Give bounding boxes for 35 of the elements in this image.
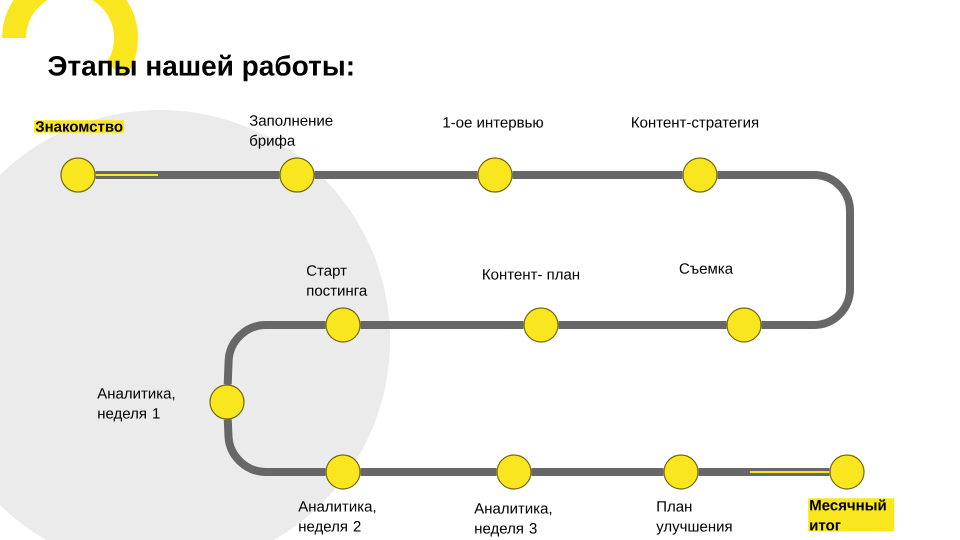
highlighted-label: Месячный итог bbox=[808, 498, 894, 532]
station-label: 1-ое интервью bbox=[444, 117, 543, 131]
track-line bbox=[532, 468, 664, 476]
station-circle bbox=[325, 307, 361, 343]
station-circle bbox=[279, 157, 315, 193]
station-circle bbox=[60, 157, 96, 193]
track-line bbox=[314, 171, 478, 179]
station-circle bbox=[496, 454, 532, 490]
station-label: Аналитика, неделя 2 bbox=[298, 501, 376, 534]
station-label: Контент- план bbox=[483, 269, 580, 280]
station-label: Аналитика, неделя 1 bbox=[97, 388, 174, 422]
station-circle bbox=[726, 307, 762, 343]
station-circle bbox=[682, 157, 718, 193]
station-label: Старт постинга bbox=[306, 265, 368, 296]
station-circle bbox=[523, 307, 559, 343]
track-line bbox=[224, 321, 326, 385]
station-circle bbox=[663, 454, 699, 490]
station-label: Контент-стратегия bbox=[632, 117, 758, 131]
track-line bbox=[96, 171, 280, 179]
station-circle bbox=[829, 454, 865, 490]
track-line bbox=[224, 419, 326, 476]
track-line bbox=[698, 468, 830, 476]
track-line bbox=[718, 171, 854, 329]
station-label: Заполнение брифа bbox=[250, 115, 332, 149]
station-label: План улучшения bbox=[656, 501, 732, 535]
station-circle bbox=[209, 384, 245, 420]
station-circle bbox=[477, 157, 513, 193]
track-line bbox=[360, 321, 524, 329]
track-line bbox=[360, 468, 496, 476]
station-label: Съемка bbox=[680, 263, 734, 274]
track-line bbox=[512, 171, 682, 179]
station-label: Аналитика, неделя 3 bbox=[474, 503, 552, 536]
highlighted-label: Знакомство bbox=[34, 120, 124, 133]
station-circle bbox=[325, 454, 361, 490]
track-line bbox=[558, 321, 726, 329]
